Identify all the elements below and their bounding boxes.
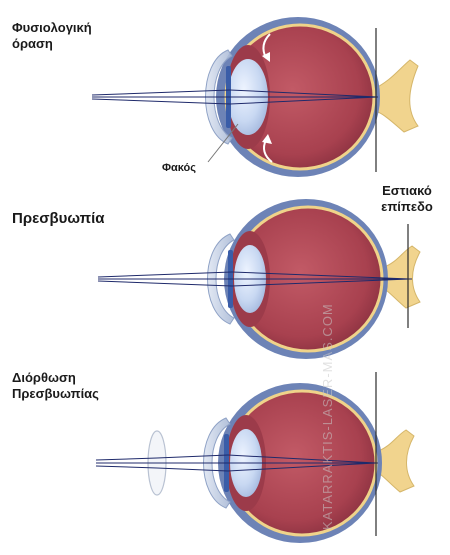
focal-plane-label: Εστιακό επίπεδο [364, 183, 450, 216]
eye-normal-vision [92, 17, 418, 177]
presbyopia-correction-label: Διόρθωση Πρεσβυωπίας [12, 370, 99, 403]
watermark-text: KATARRAKTIS-LASER-MAS.COM [320, 303, 335, 530]
eye-presbyopia [98, 199, 420, 359]
normal-vision-label-line2: όραση [12, 36, 92, 52]
focal-plane-label-line1: Εστιακό [364, 183, 450, 199]
presbyopia-correction-label-line2: Πρεσβυωπίας [12, 386, 99, 402]
focal-plane-label-line2: επίπεδο [364, 199, 450, 215]
presbyopia-label: Πρεσβυωπία [12, 210, 105, 229]
eye-presbyopia-correction [96, 372, 414, 543]
normal-vision-label: Φυσιολογική όραση [12, 20, 92, 53]
normal-vision-label-line1: Φυσιολογική [12, 20, 92, 36]
lens-label: Φακός [162, 162, 196, 176]
watermark: KATARRAKTIS-LASER-MAS.COM [318, 120, 338, 540]
presbyopia-correction-label-line1: Διόρθωση [12, 370, 99, 386]
